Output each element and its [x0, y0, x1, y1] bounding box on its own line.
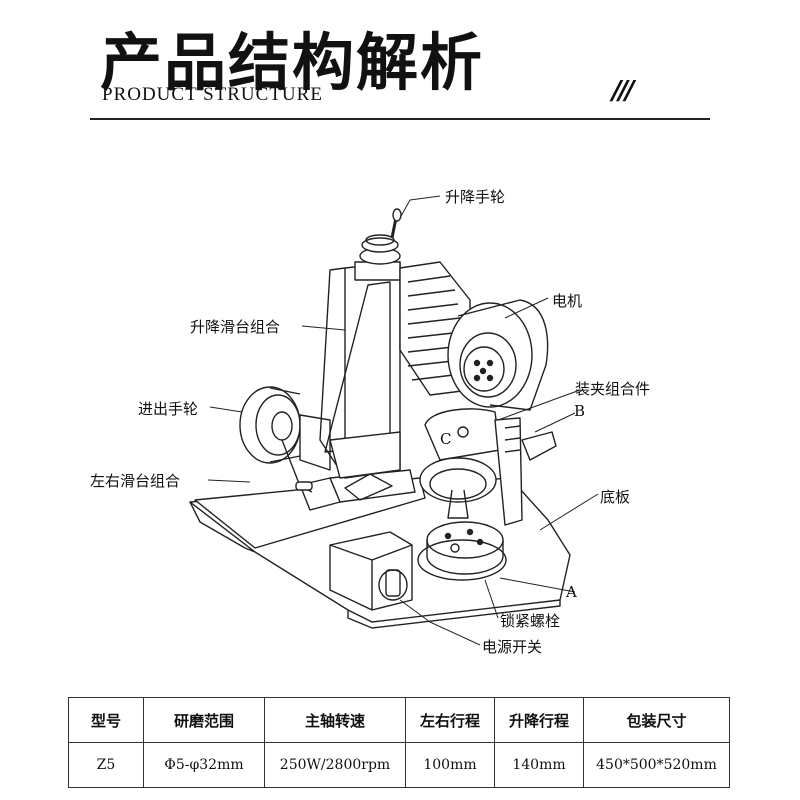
- machine-diagram: [189, 195, 599, 646]
- spec-table: 型号 研磨范围 主轴转速 左右行程 升降行程 包装尺寸 Z5 Φ5-φ32mm …: [68, 697, 730, 788]
- label-point-c: C: [440, 430, 452, 448]
- spec-header-lift-travel: 升降行程: [494, 697, 584, 743]
- spec-header-package: 包装尺寸: [583, 697, 730, 743]
- label-motor: 电机: [552, 292, 583, 310]
- page-subtitle: PRODUCT STRUCTURE: [102, 84, 323, 105]
- page-title: 产品结构解析: [100, 26, 485, 99]
- label-base-plate: 底板: [600, 488, 631, 506]
- header-rule: [90, 118, 710, 120]
- decorative-slashes: ///: [612, 76, 634, 106]
- spec-data-row: Z5 Φ5-φ32mm 250W/2800rpm 100mm 140mm 450…: [68, 742, 730, 788]
- spec-cell-model: Z5: [68, 742, 144, 788]
- spec-header-lr-travel: 左右行程: [405, 697, 495, 743]
- spec-cell-range: Φ5-φ32mm: [143, 742, 265, 788]
- clamp-assembly: [417, 408, 557, 581]
- label-lr-slide: 左右滑台组合: [90, 472, 181, 490]
- leader-lines: [207, 195, 599, 646]
- label-lock-bolt: 锁紧螺栓: [500, 612, 561, 630]
- label-point-b: B: [574, 402, 586, 420]
- power-switch-box: [329, 531, 413, 611]
- label-point-a: A: [566, 583, 577, 601]
- spec-cell-lift-travel: 140mm: [494, 742, 584, 788]
- spec-cell-lr-travel: 100mm: [405, 742, 495, 788]
- spec-header-model: 型号: [68, 697, 144, 743]
- spec-cell-package: 450*500*520mm: [583, 742, 730, 788]
- label-lift-slide: 升降滑台组合: [190, 318, 281, 336]
- motor: [399, 261, 549, 411]
- lift-column: [319, 208, 402, 479]
- label-power-switch: 电源开关: [482, 638, 543, 656]
- feed-handwheel: [239, 386, 331, 493]
- label-clamp-assembly: 装夹组合件: [575, 380, 651, 398]
- label-feed-handwheel: 进出手轮: [138, 400, 199, 418]
- spec-cell-spindle: 250W/2800rpm: [264, 742, 406, 788]
- spec-header-row: 型号 研磨范围 主轴转速 左右行程 升降行程 包装尺寸: [68, 697, 730, 743]
- label-lift-handwheel: 升降手轮: [445, 188, 506, 206]
- spec-header-spindle: 主轴转速: [264, 697, 406, 743]
- spec-header-range: 研磨范围: [143, 697, 265, 743]
